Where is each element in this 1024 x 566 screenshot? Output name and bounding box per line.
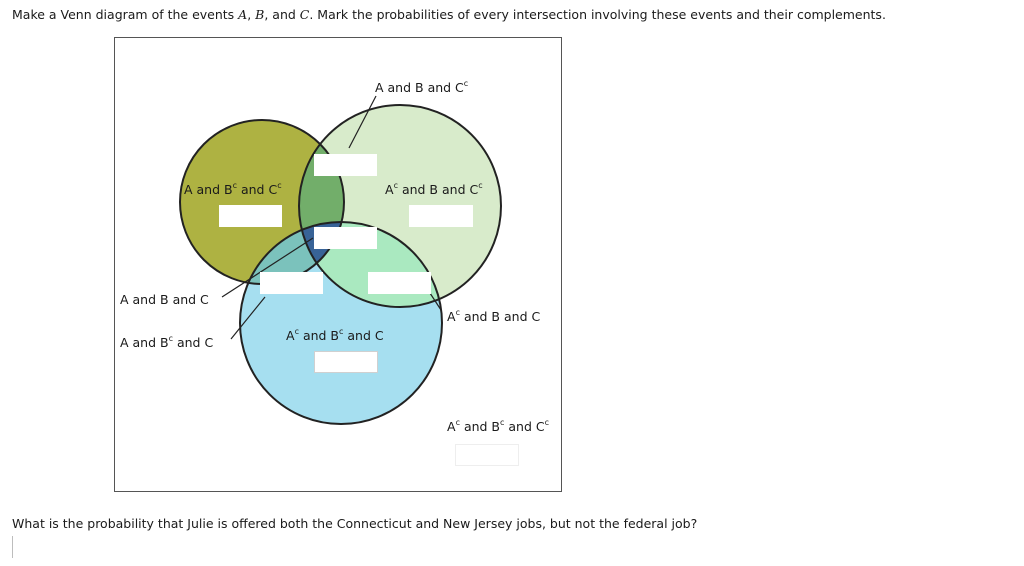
- label-nota-b-c: Ac and B and C: [447, 308, 541, 325]
- leader-line-a-b-c: [221, 237, 314, 298]
- input-a-b-notc[interactable]: [314, 154, 377, 176]
- label-a-b-notc: A and B and Cc: [375, 79, 469, 96]
- instruction-text: Make a Venn diagram of the events A, B, …: [12, 7, 886, 22]
- overlap-b-c: [299, 222, 442, 307]
- answer-input[interactable]: [12, 536, 162, 558]
- leader-line-a-b-notc: [348, 95, 377, 149]
- label-nota-b-notc: Ac and B and Cc: [385, 181, 483, 198]
- event-c-symbol: C: [299, 7, 310, 22]
- event-b-symbol: B: [255, 7, 265, 22]
- circle-b-outline: [298, 104, 502, 308]
- input-a-notb-c[interactable]: [260, 272, 323, 294]
- input-nota-notb-notc[interactable]: [455, 444, 519, 466]
- label-a-b-c: A and B and C: [120, 292, 209, 307]
- event-a-symbol: A: [238, 7, 248, 22]
- question-text: What is the probability that Julie is of…: [12, 516, 698, 531]
- input-a-b-c[interactable]: [314, 227, 377, 249]
- input-nota-b-c[interactable]: [368, 272, 431, 294]
- input-nota-notb-c[interactable]: [314, 351, 378, 373]
- label-nota-notb-notc: Ac and Bc and Cc: [447, 418, 550, 435]
- input-a-notb-notc[interactable]: [219, 205, 282, 227]
- circle-c-outline: [239, 221, 443, 425]
- leader-line-a-notb-c: [230, 296, 266, 340]
- overlap-a-c: [240, 222, 344, 284]
- label-a-notb-notc: A and Bc and Cc: [184, 181, 282, 198]
- label-nota-notb-c: Ac and Bc and C: [286, 327, 384, 344]
- input-nota-b-notc[interactable]: [409, 205, 473, 227]
- label-a-notb-c: A and Bc and C: [120, 334, 214, 351]
